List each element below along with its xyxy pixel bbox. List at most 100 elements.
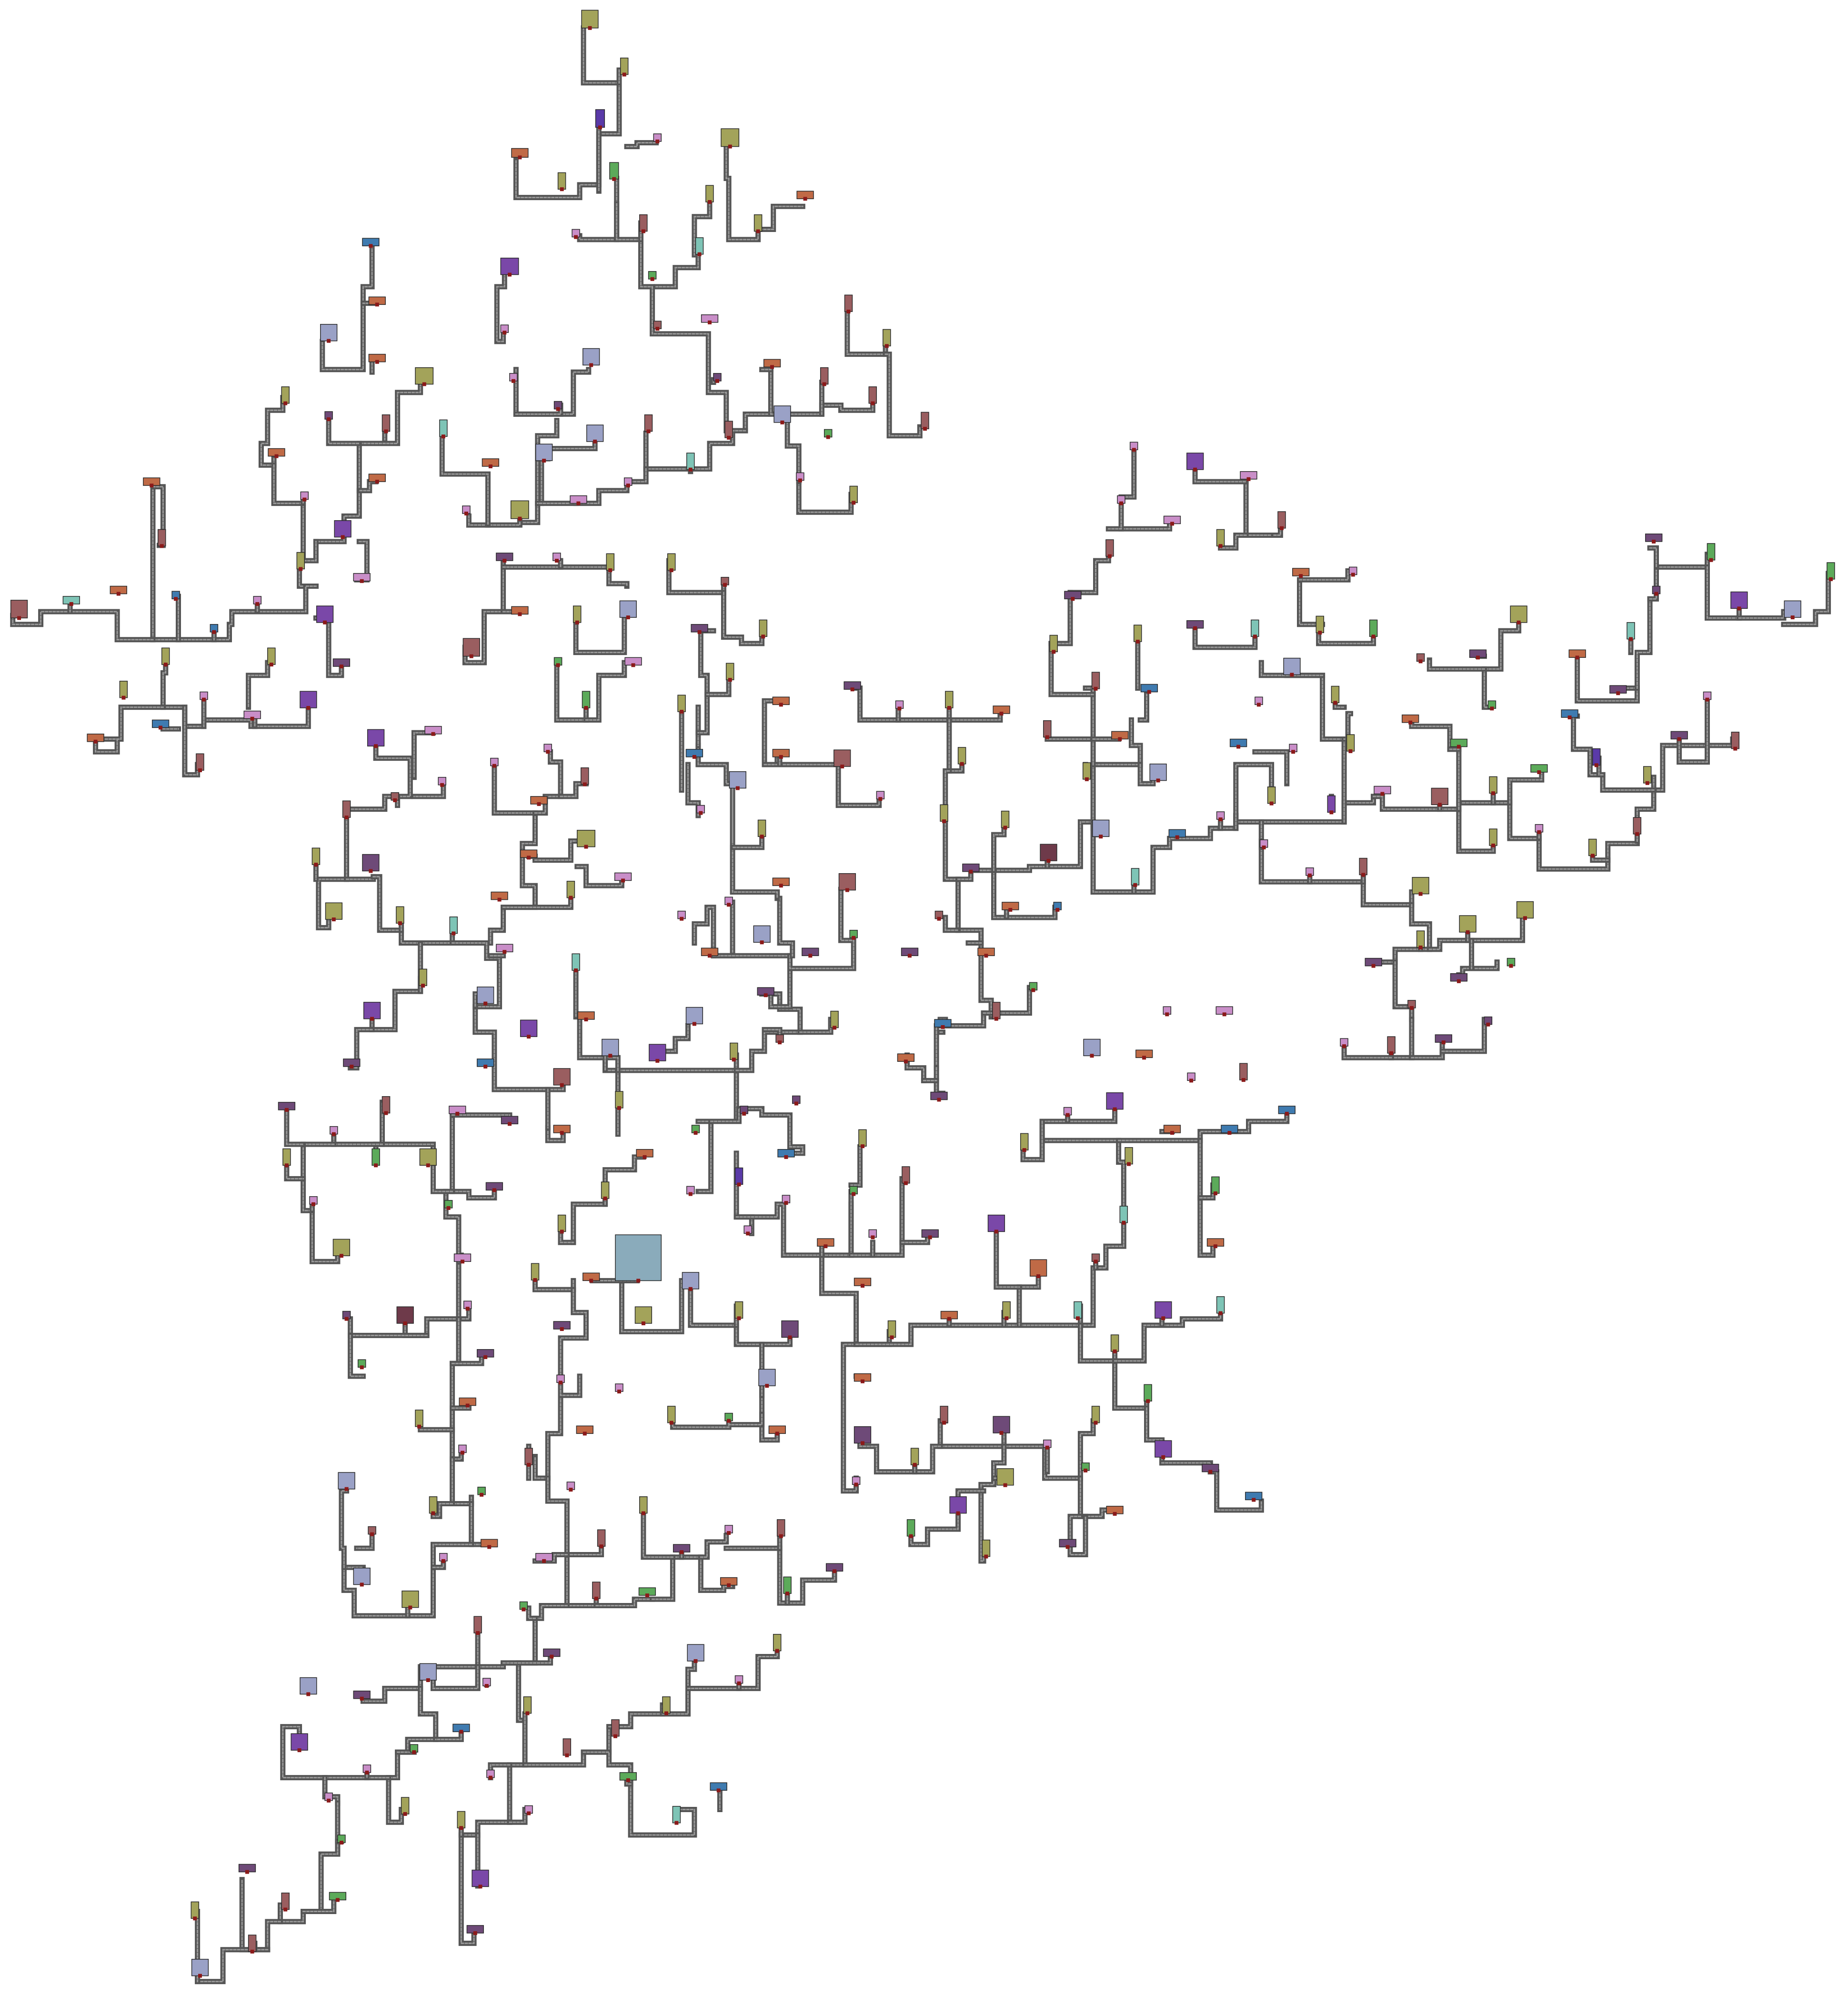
tree-node — [1359, 857, 1367, 877]
node-pin — [502, 559, 507, 563]
tree-node — [1081, 1462, 1090, 1472]
tree-node — [496, 553, 513, 563]
node-pin — [492, 1188, 496, 1192]
wire-segment — [1456, 806, 1496, 854]
tree-node — [419, 1663, 437, 1682]
tree-node — [636, 1149, 653, 1159]
node-box — [634, 1306, 653, 1324]
node-box — [281, 386, 290, 404]
node-box — [572, 605, 582, 623]
node-pin — [384, 429, 388, 433]
node-pin — [269, 663, 273, 666]
node-pin — [779, 755, 783, 759]
tree-node — [316, 605, 334, 625]
tree-node — [849, 485, 858, 505]
tree-node — [466, 1925, 484, 1935]
node-box — [611, 1719, 620, 1737]
tree-node — [1002, 1301, 1011, 1321]
node-box — [267, 647, 276, 665]
tree-node — [1489, 828, 1497, 847]
wire-segment — [284, 1106, 306, 1147]
node-pin — [1491, 843, 1496, 847]
tree-node — [1731, 732, 1740, 751]
node-pin — [693, 1131, 698, 1135]
wire-segment-texture — [452, 942, 564, 1090]
node-pin — [613, 1734, 617, 1738]
tree-node — [734, 1167, 743, 1187]
node-pin — [1133, 883, 1137, 887]
tree-node — [143, 477, 161, 488]
node-pin — [1241, 1078, 1245, 1082]
node-box — [1316, 615, 1325, 633]
node-pin — [603, 1196, 607, 1200]
node-pin — [808, 954, 813, 958]
node-pin — [907, 954, 912, 958]
tree-node — [868, 1229, 877, 1240]
node-box — [906, 1519, 915, 1537]
node-pin — [431, 1511, 435, 1515]
node-box — [342, 800, 351, 818]
node-pin — [403, 1321, 407, 1325]
tree-node — [1117, 495, 1125, 505]
node-pin — [1256, 703, 1261, 707]
node-pin — [699, 811, 703, 815]
wire-segment-texture — [286, 1108, 304, 1145]
node-pin — [612, 177, 616, 181]
tree-node — [1340, 1038, 1348, 1048]
node-box — [729, 771, 746, 789]
tree-node — [1074, 1301, 1082, 1321]
node-pin — [669, 1421, 673, 1425]
node-box — [1731, 732, 1740, 749]
node-box — [1251, 619, 1259, 637]
node-pin — [483, 1065, 488, 1069]
wire-segment-texture — [273, 464, 317, 562]
node-pin — [1371, 964, 1376, 968]
wire-segment-texture — [1092, 719, 1141, 829]
wire-segment — [513, 367, 592, 417]
tree-node — [1255, 696, 1263, 707]
tree-node — [686, 453, 695, 472]
node-pin — [1348, 749, 1353, 753]
node-pin — [1099, 835, 1103, 839]
node-box — [523, 1696, 532, 1714]
tree-node — [415, 1410, 423, 1429]
node-pin — [569, 896, 573, 900]
tree-node — [849, 1186, 858, 1196]
tree-node — [444, 1200, 453, 1210]
node-pin — [641, 229, 645, 233]
tree-node — [910, 1448, 919, 1467]
node-pin — [1441, 1040, 1446, 1045]
node-box — [1020, 1133, 1029, 1150]
node-pin — [375, 360, 379, 364]
node-pin — [715, 379, 719, 383]
wire-segment — [883, 352, 923, 439]
wire-segment — [1316, 622, 1376, 646]
node-pin — [840, 765, 844, 768]
wire-segment — [326, 415, 362, 446]
wire-segment-texture — [302, 1898, 335, 1912]
tree-node — [1040, 844, 1057, 863]
tree-node — [268, 448, 285, 458]
wire-segment — [1207, 1469, 1264, 1513]
tree-node — [572, 229, 580, 239]
wire-segment-texture — [944, 815, 992, 1018]
wire-segment-texture — [643, 1509, 673, 1558]
node-pin — [680, 710, 684, 714]
node-pin — [508, 272, 512, 277]
node-pin — [369, 869, 373, 873]
node-box — [753, 214, 763, 232]
node-pin — [708, 200, 712, 204]
tree-node — [572, 605, 582, 625]
tree-node — [577, 1011, 595, 1021]
tree-node — [854, 1426, 872, 1445]
node-box — [1627, 622, 1635, 640]
wire-segment — [554, 660, 589, 723]
node-pin — [1790, 615, 1795, 619]
node-pin — [576, 501, 581, 505]
tree-node — [300, 491, 309, 502]
tree-node — [429, 1496, 438, 1515]
node-box — [615, 1091, 623, 1109]
tree-node — [1588, 838, 1597, 858]
tree-node — [1216, 811, 1225, 821]
wire-segment-texture — [12, 611, 154, 641]
